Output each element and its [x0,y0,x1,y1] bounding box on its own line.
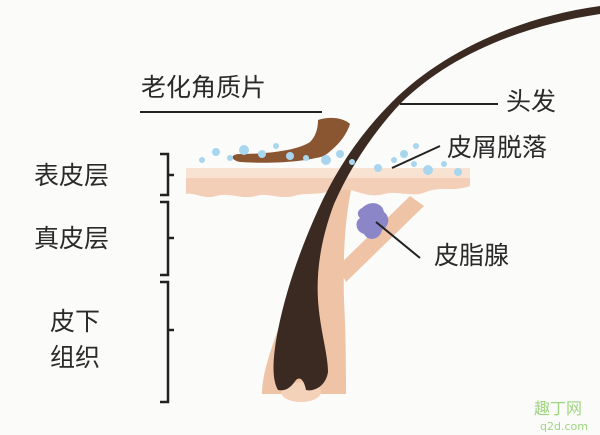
watermark: 趣丁网 q2d.com [534,399,588,433]
dandruff-particles [199,143,462,176]
epidermis-layer [186,176,470,198]
sebaceous-duct [338,196,424,282]
watermark-url: q2d.com [540,420,588,433]
label-dandruff: 皮屑脱落 [447,133,547,162]
sebaceous-gland [356,203,389,239]
leader-lines [140,103,498,259]
leader-dandruff [391,145,441,169]
leader-gland [375,221,421,259]
hair-shaft [273,6,600,391]
label-aged-keratin: 老化角质片 [141,73,266,102]
label-hair: 头发 [506,87,556,116]
label-dermis: 真皮层 [34,224,109,253]
bracket-epidermis [160,152,170,197]
layer-brackets [160,152,174,404]
label-epidermis: 表皮层 [34,161,109,190]
label-subcutaneous-line1: 皮下 [50,307,100,336]
keratin-flake [232,117,350,163]
label-sebaceous-gland: 皮脂腺 [434,241,509,270]
bracket-subcutaneous [160,280,170,404]
label-subcutaneous-line2: 组织 [50,343,100,372]
bracket-dermis [160,200,170,277]
epidermis-top-band [186,168,470,178]
watermark-text: 趣丁网 [534,399,582,418]
